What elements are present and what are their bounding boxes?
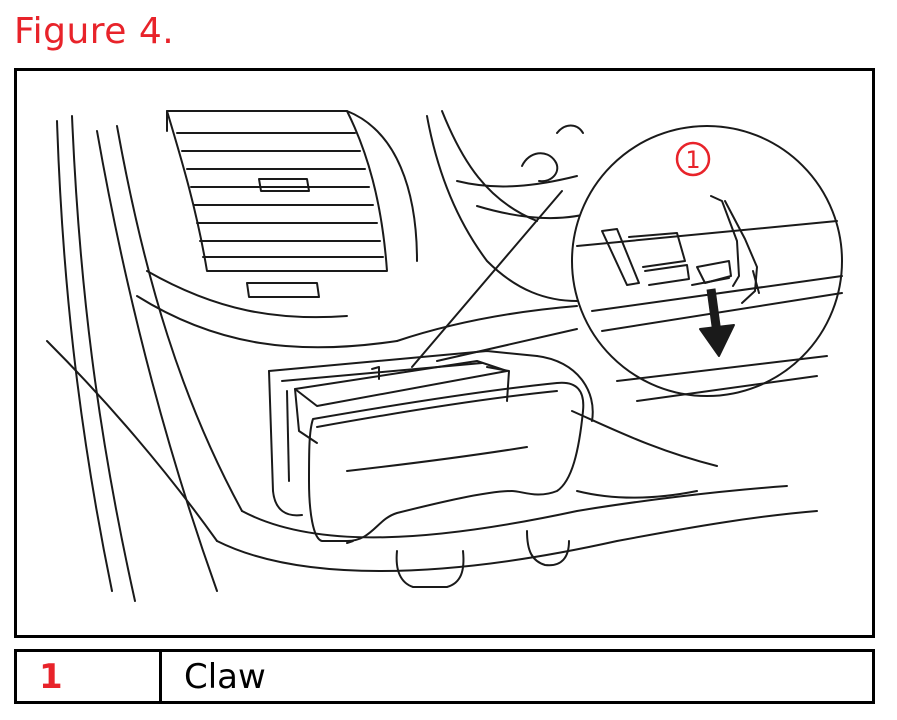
callout-leader-lines bbox=[411, 190, 578, 368]
glove-box-opening bbox=[268, 350, 538, 517]
down-arrow-icon bbox=[699, 288, 735, 357]
legend-label: Claw bbox=[159, 649, 875, 704]
legend-row: 1 Claw bbox=[14, 649, 875, 704]
air-vent bbox=[136, 110, 398, 349]
glovebox-removal-illustration: 1 bbox=[46, 110, 843, 602]
callout-number: 1 bbox=[685, 146, 700, 174]
dashboard-upper-contour bbox=[346, 110, 598, 342]
magnified-detail bbox=[571, 125, 843, 402]
legend-number: 1 bbox=[14, 649, 162, 704]
figure-title: Figure 4. bbox=[14, 11, 175, 52]
dashboard-left-panel bbox=[46, 110, 243, 602]
diagram-frame: 1 bbox=[14, 68, 875, 638]
legend-table: 1 Claw bbox=[14, 649, 875, 704]
callout-badge: 1 bbox=[675, 141, 711, 177]
dashboard-lower-panel bbox=[216, 355, 818, 588]
glove-box bbox=[294, 360, 585, 544]
